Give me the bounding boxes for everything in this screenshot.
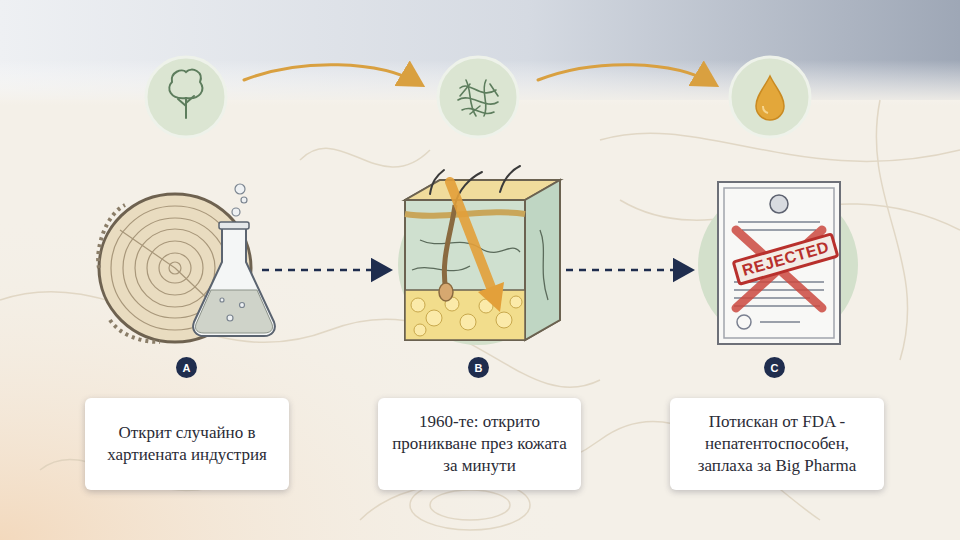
rejected-certificate	[698, 182, 858, 345]
step-text: Потискан от FDA - непатентоспособен, зап…	[684, 411, 870, 476]
log-and-flask	[98, 184, 275, 342]
step-text: 1960-те: открито проникване през кожата …	[392, 411, 567, 476]
gold-arrows	[244, 65, 714, 84]
step-text-box: Потискан от FDA - непатентоспособен, зап…	[670, 398, 884, 490]
callout-letter-text: B	[475, 362, 483, 374]
callout-letter: C	[764, 357, 785, 378]
callout-letter: A	[176, 357, 197, 378]
step-text-box: 1960-те: открито проникване през кожата …	[378, 398, 581, 490]
skin-cross-section	[398, 166, 560, 345]
step-text-box: Открит случайно в хартиената индустрия	[85, 398, 289, 490]
callout-letter-text: C	[771, 362, 779, 374]
top-icons	[146, 57, 810, 137]
callout-letter-text: A	[183, 362, 191, 374]
dashed-arrows	[262, 269, 690, 272]
root-texture	[0, 100, 960, 530]
callout-letter: B	[468, 357, 489, 378]
step-text: Открит случайно в хартиената индустрия	[99, 422, 275, 466]
